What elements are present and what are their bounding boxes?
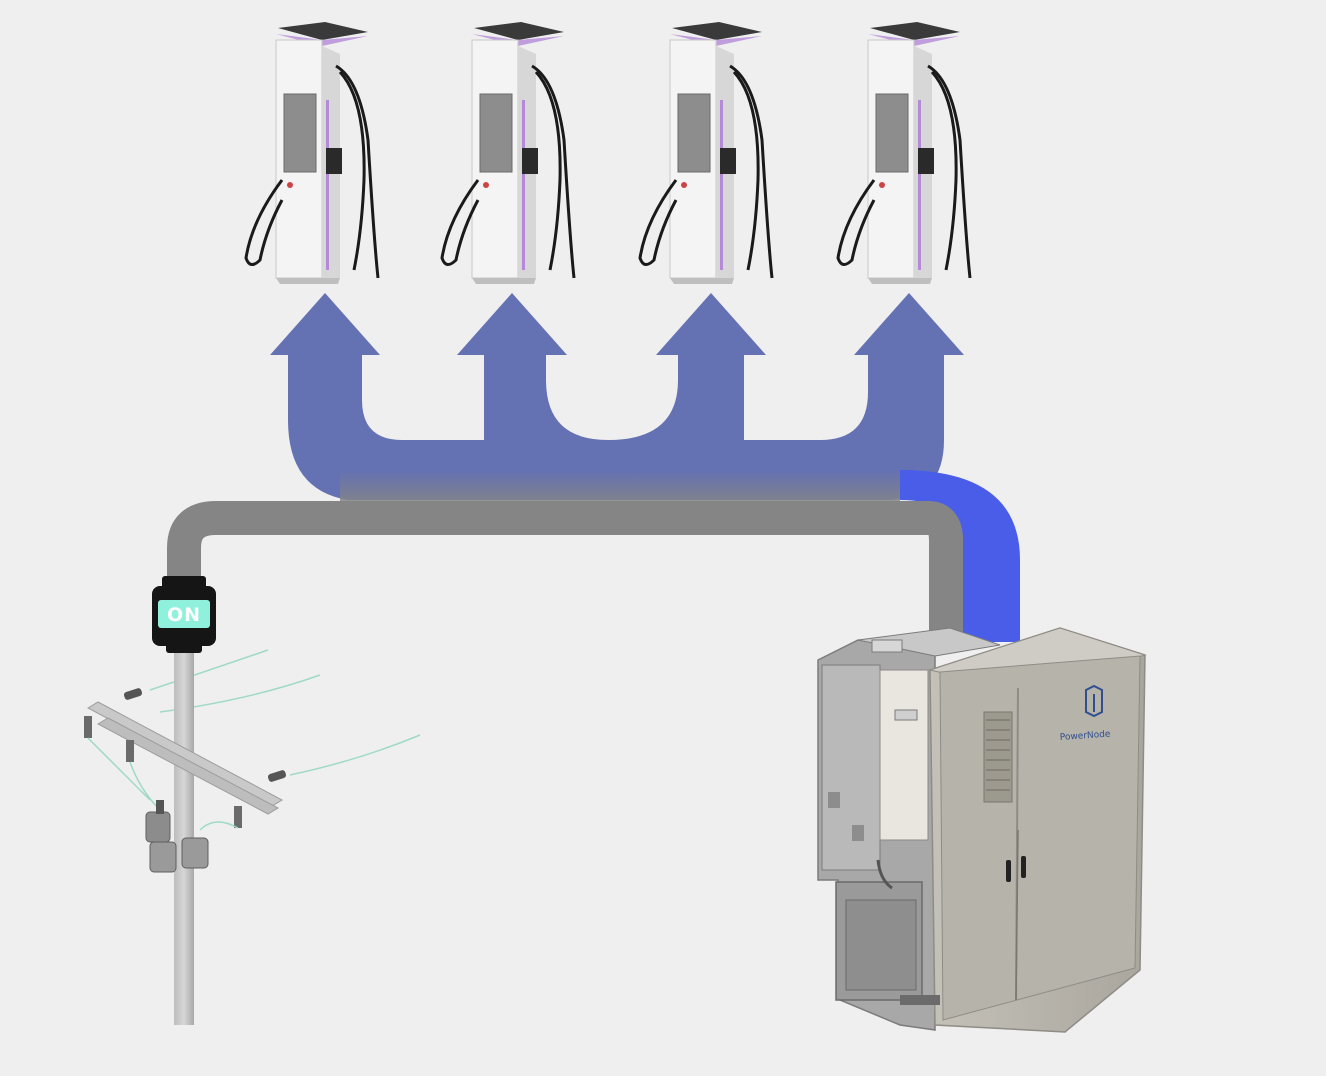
switch-display [158, 600, 210, 628]
arrow-to-charger-4 [854, 293, 964, 355]
arrow-to-charger-3 [656, 293, 766, 355]
cabinet-brand: PowerNode [1060, 729, 1112, 743]
charger-3 [638, 22, 774, 284]
cabinet-vent [983, 711, 1013, 803]
arrow-to-charger-2 [457, 293, 567, 355]
grid-flow-line [167, 501, 963, 644]
utility-pole [84, 640, 421, 1025]
ev-chargers [244, 22, 972, 284]
charger-4 [836, 22, 972, 284]
charger-1 [244, 22, 380, 284]
battery-cabinet: PowerNode [817, 627, 1147, 1033]
switch-label: ON [167, 604, 201, 626]
charger-flow [270, 293, 964, 502]
arrow-to-charger-1 [270, 293, 380, 355]
charger-2 [440, 22, 576, 284]
flow-manifold [288, 354, 944, 500]
grid-switch: ON [152, 576, 216, 653]
powernode-logo-icon [1085, 684, 1103, 718]
